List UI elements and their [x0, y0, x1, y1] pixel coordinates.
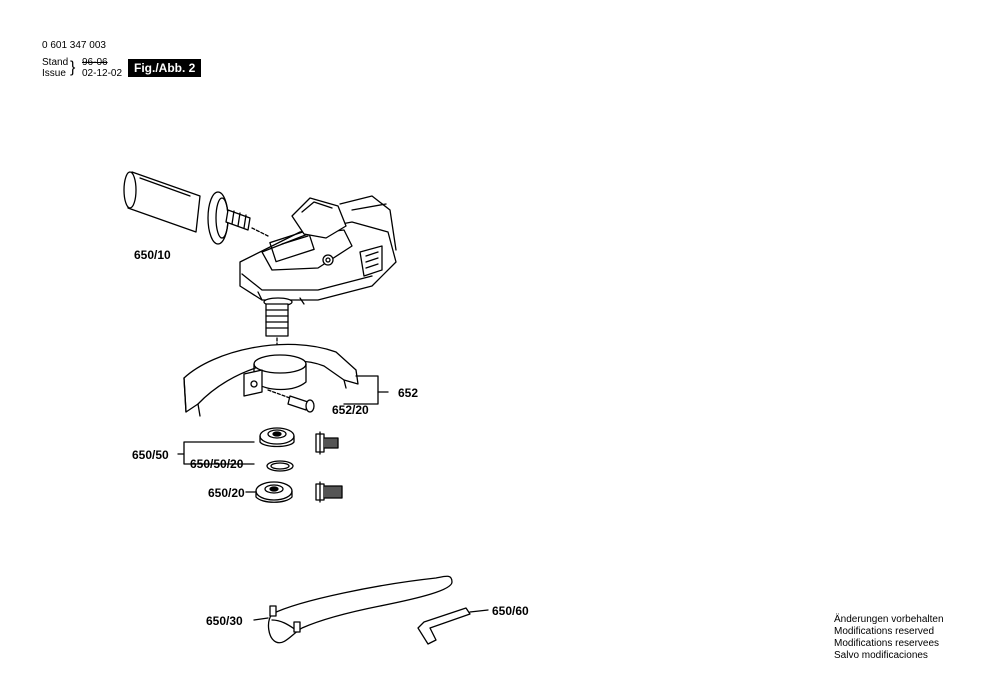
protective-guard — [183, 343, 359, 417]
label-flange-set: 650/50 — [132, 448, 169, 462]
flange-section-view — [315, 431, 339, 455]
brace: } — [70, 59, 76, 76]
label-clamp-nut: 650/20 — [208, 486, 245, 500]
issue-label: Issue — [42, 68, 66, 79]
side-handle — [123, 171, 269, 245]
guard-screw — [267, 389, 315, 413]
part-number: 0 601 347 003 — [42, 40, 106, 51]
note-en: Modifications reserved — [834, 626, 935, 637]
spindle — [265, 303, 289, 355]
modifications-note: Änderungen vorbehalten Modifications res… — [834, 614, 944, 662]
note-es: Salvo modificaciones — [834, 650, 928, 661]
label-pin-wrench: 650/30 — [206, 614, 243, 628]
pin-wrench — [253, 575, 453, 644]
note-fr: Modifications reservees — [834, 638, 940, 649]
label-guard-screw: 652/20 — [332, 403, 369, 417]
label-guard: 652 — [398, 386, 419, 400]
label-hex-key: 650/60 — [492, 604, 529, 618]
old-date: 96-06 — [82, 57, 108, 68]
nut-section-view — [315, 481, 343, 503]
grinder-head — [239, 195, 397, 307]
figure-badge: Fig./Abb. 2 — [128, 59, 202, 77]
clamp-nut — [255, 481, 293, 503]
note-de: Änderungen vorbehalten — [834, 614, 944, 625]
issue-date: 02-12-02 — [82, 68, 123, 79]
label-o-ring: 650/50/20 — [190, 457, 244, 471]
o-ring — [266, 460, 294, 472]
label-side-handle: 650/10 — [134, 248, 171, 262]
hex-key — [417, 607, 489, 645]
flange — [259, 427, 295, 448]
stand-label: Stand — [42, 57, 69, 68]
